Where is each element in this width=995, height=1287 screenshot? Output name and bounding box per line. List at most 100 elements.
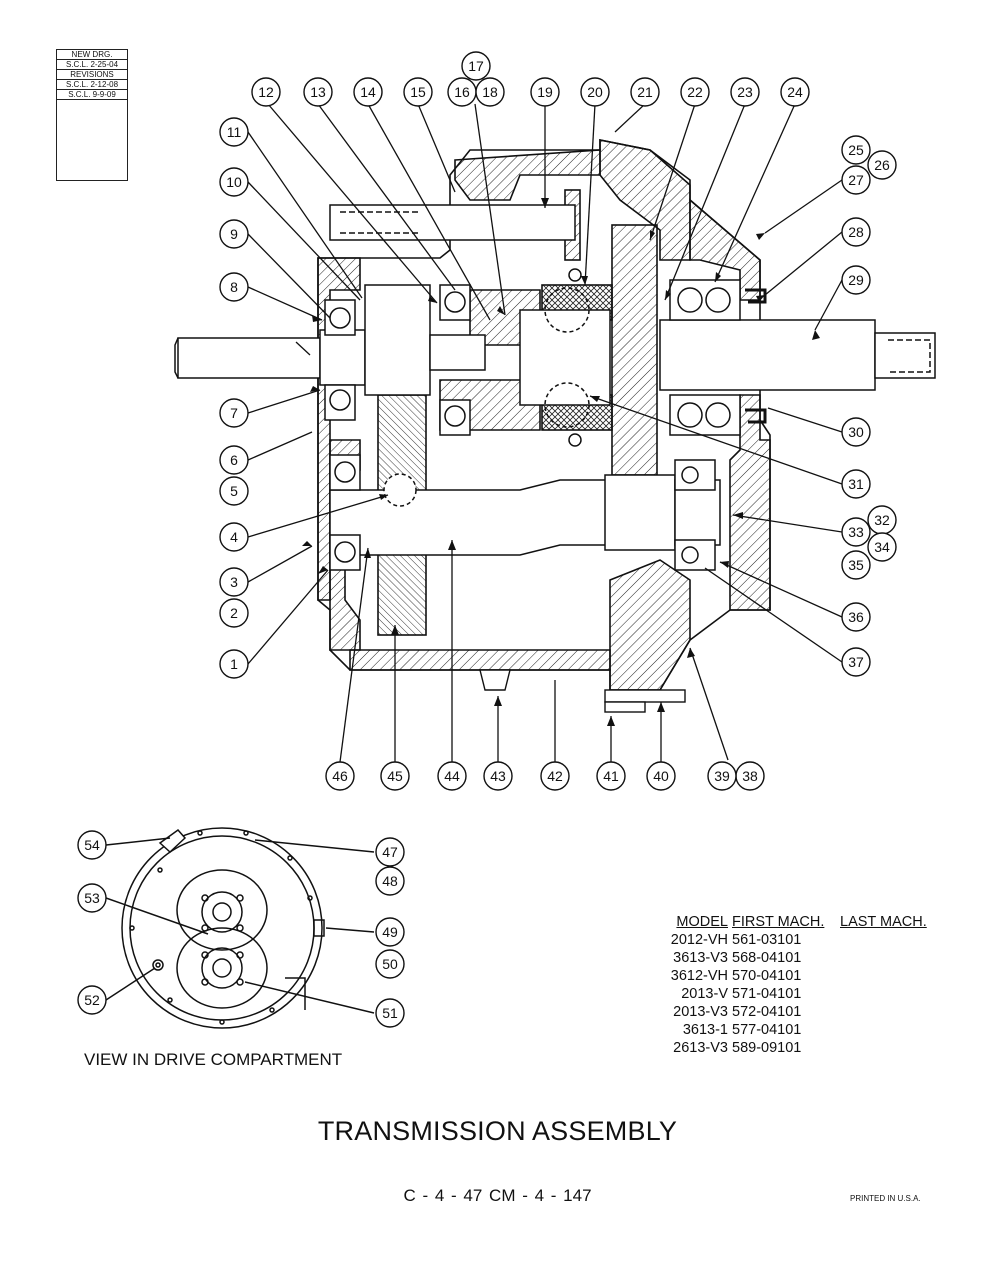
callout-circle: [251, 77, 281, 107]
callout-number: 51: [382, 1005, 398, 1021]
callout-circle: [841, 602, 871, 632]
revision-entry: S.C.L. 2-12-08: [57, 80, 127, 90]
callout-number: 15: [410, 84, 426, 100]
callout-number: 33: [848, 524, 864, 540]
callout-6: 6: [219, 445, 249, 475]
callout-circle: [77, 985, 107, 1015]
callout-circle: [530, 77, 560, 107]
callout-41: 41: [596, 761, 626, 791]
callout-43: 43: [483, 761, 513, 791]
callout-35: 35: [841, 550, 871, 580]
callout-number: 26: [874, 157, 890, 173]
callout-15: 15: [403, 77, 433, 107]
callout-circle: [219, 272, 249, 302]
callout-circle: [730, 77, 760, 107]
callout-number: 49: [382, 924, 398, 940]
callout-number: 12: [258, 84, 274, 100]
callout-37: 37: [841, 647, 871, 677]
callout-circle: [580, 77, 610, 107]
callout-38: 38: [735, 761, 765, 791]
callout-4: 4: [219, 522, 249, 552]
callout-13: 13: [303, 77, 333, 107]
callout-45: 45: [380, 761, 410, 791]
callout-number: 9: [230, 226, 238, 242]
callout-36: 36: [841, 602, 871, 632]
callout-circle: [841, 217, 871, 247]
first-mach-cell: 561-03101: [732, 932, 802, 948]
callout-21: 21: [630, 77, 660, 107]
callout-52: 52: [77, 985, 107, 1015]
callout-40: 40: [646, 761, 676, 791]
callout-number: 29: [848, 272, 864, 288]
callout-16: 16: [447, 77, 477, 107]
callout-51: 51: [375, 998, 405, 1028]
callout-number: 44: [444, 768, 460, 784]
drain-plug: [479, 669, 686, 713]
callout-number: 6: [230, 452, 238, 468]
callout-circle: [380, 761, 410, 791]
callout-number: 39: [714, 768, 730, 784]
arrowheads: [302, 198, 820, 726]
first-mach-cell: 568-04101: [732, 950, 802, 966]
callout-19: 19: [530, 77, 560, 107]
callout-number: 13: [310, 84, 326, 100]
callout-circle: [483, 761, 513, 791]
view-caption: VIEW IN DRIVE COMPARTMENT: [84, 1050, 343, 1069]
callout-circle: [219, 649, 249, 679]
callout-circle: [375, 837, 405, 867]
callout-number: 48: [382, 873, 398, 889]
callout-circle: [867, 532, 897, 562]
callout-number: 52: [84, 992, 100, 1008]
first-mach-column-header: FIRST MACH.: [732, 914, 825, 930]
callout-1: 1: [219, 649, 249, 679]
page-title: TRANSMISSION ASSEMBLY: [317, 1116, 678, 1146]
revision-entry: S.C.L. 9-9-09: [57, 90, 127, 100]
revision-block: NEW DRG. S.C.L. 2-25-04 REVISIONS S.C.L.…: [56, 49, 128, 181]
callout-circle: [219, 598, 249, 628]
callout-number: 10: [226, 174, 242, 190]
callout-circle: [841, 165, 871, 195]
callout-number: 53: [84, 890, 100, 906]
callout-circle: [375, 917, 405, 947]
callout-47: 47: [375, 837, 405, 867]
callout-48: 48: [375, 866, 405, 896]
callout-10: 10: [219, 167, 249, 197]
callout-circle: [219, 567, 249, 597]
callout-number: 45: [387, 768, 403, 784]
callout-circle: [475, 77, 505, 107]
callout-number: 25: [848, 142, 864, 158]
callout-circle: [707, 761, 737, 791]
callout-number: 32: [874, 512, 890, 528]
callout-circle: [841, 135, 871, 165]
callout-number: 18: [482, 84, 498, 100]
callout-2: 2: [219, 598, 249, 628]
callout-number: 43: [490, 768, 506, 784]
callout-number: 35: [848, 557, 864, 573]
callout-18: 18: [475, 77, 505, 107]
seals: [745, 288, 767, 424]
callout-number: 21: [637, 84, 653, 100]
callout-circle: [461, 51, 491, 81]
callout-circle: [219, 445, 249, 475]
callout-3: 3: [219, 567, 249, 597]
callout-circle: [841, 550, 871, 580]
callout-24: 24: [780, 77, 810, 107]
model-column-header: MODEL: [676, 914, 728, 930]
callout-circle: [219, 522, 249, 552]
last-mach-column-header: LAST MACH.: [840, 914, 927, 930]
callout-number: 30: [848, 424, 864, 440]
callout-circle: [680, 77, 710, 107]
callout-circle: [77, 883, 107, 913]
callout-number: 8: [230, 279, 238, 295]
callout-number: 24: [787, 84, 803, 100]
callout-number: 17: [468, 58, 484, 74]
callout-54: 54: [77, 830, 107, 860]
callout-circle: [219, 117, 249, 147]
callout-number: 31: [848, 476, 864, 492]
callout-44: 44: [437, 761, 467, 791]
callout-circle: [375, 998, 405, 1028]
